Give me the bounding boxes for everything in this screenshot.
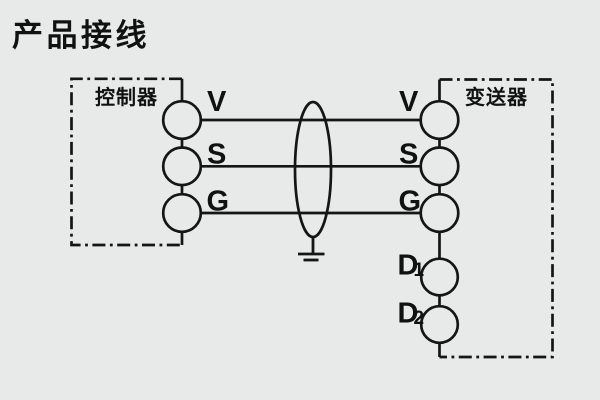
controller-box-label: 控制器: [95, 85, 158, 109]
cable-shield-icon: [293, 100, 333, 239]
transmitter-terminal-g: [419, 192, 460, 234]
d2-label-subscript: 2: [414, 308, 425, 329]
transmitter-terminal-d1: [419, 257, 460, 297]
wire-label-g-right: G: [399, 186, 422, 218]
d1-label-main: D: [398, 250, 419, 282]
d1-label-subscript: 1: [414, 260, 425, 281]
d2-label-main: D: [398, 298, 419, 330]
transmitter-box-label: 变送器: [465, 85, 528, 109]
page-title: 产品接线: [12, 18, 150, 53]
transmitter-terminal-d2: [419, 304, 460, 345]
controller-terminal-s: [161, 146, 203, 187]
wire-label-s-right: S: [399, 139, 418, 171]
transmitter-terminal-s: [419, 146, 460, 187]
earth-ground-icon: [298, 237, 325, 262]
transmitter-terminal-v: [419, 99, 460, 141]
transmitter-box: [439, 78, 554, 359]
controller-terminal-g: [161, 192, 203, 234]
terminal-label-d1: D 1: [398, 250, 425, 282]
wire-label-v-right: V: [399, 86, 419, 118]
wire-label-s-left: S: [207, 139, 226, 171]
terminal-label-d2: D 2: [398, 298, 425, 330]
wire-label-v-left: V: [207, 86, 227, 118]
wire-label-g-left: G: [207, 186, 230, 218]
controller-terminal-v: [161, 99, 203, 141]
controller-box: [70, 77, 182, 247]
